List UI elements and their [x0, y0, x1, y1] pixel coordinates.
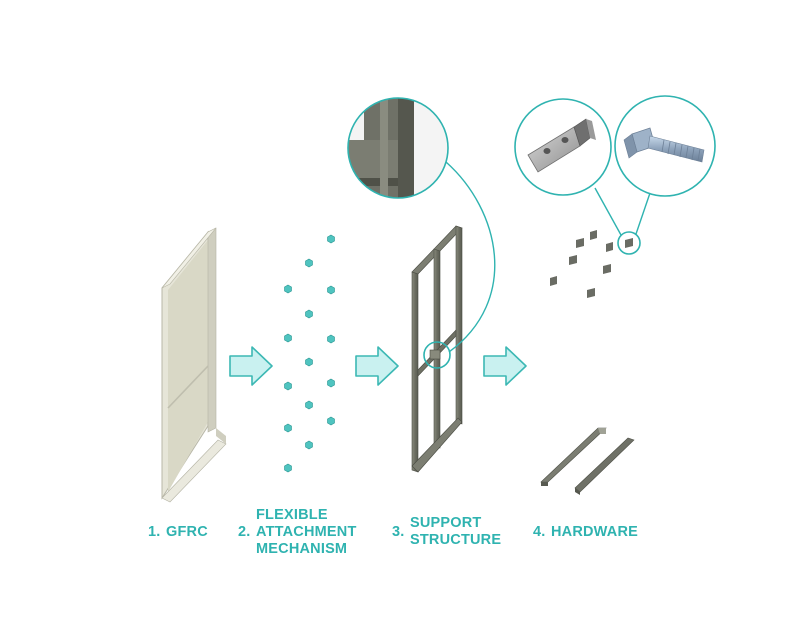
bolt-icon: [614, 95, 716, 197]
angle-channel: [574, 437, 635, 495]
gfrc-panel: [161, 227, 227, 503]
clip-icon: [550, 230, 633, 298]
stage-title-line: HARDWARE: [551, 524, 638, 540]
arrow-right-icon: [355, 346, 399, 386]
stage-number: 4.: [533, 524, 546, 540]
angle-channel: [540, 427, 607, 486]
stage-number: 1.: [148, 524, 161, 540]
magnifier-callout-icon: [423, 161, 496, 369]
frame-detail-zoom: [347, 97, 449, 199]
stage-number: 2.: [238, 524, 251, 540]
stage-number: 3.: [392, 524, 405, 540]
bracket-icon: [514, 98, 612, 196]
anchor-group: [284, 234, 335, 473]
stage-title-line: SUPPORT: [410, 515, 482, 531]
magnifier-callout-icon: [594, 187, 651, 255]
stage-title-line: ATTACHMENT: [256, 524, 357, 540]
stage-title-line: MECHANISM: [256, 541, 348, 557]
steel-frame: [411, 225, 463, 473]
stage-title-line: STRUCTURE: [410, 532, 502, 548]
stage-title-line: GFRC: [166, 524, 208, 540]
stage-title-line: FLEXIBLE: [256, 507, 328, 523]
arrow-right-icon: [229, 346, 273, 386]
arrow-right-icon: [483, 346, 527, 386]
